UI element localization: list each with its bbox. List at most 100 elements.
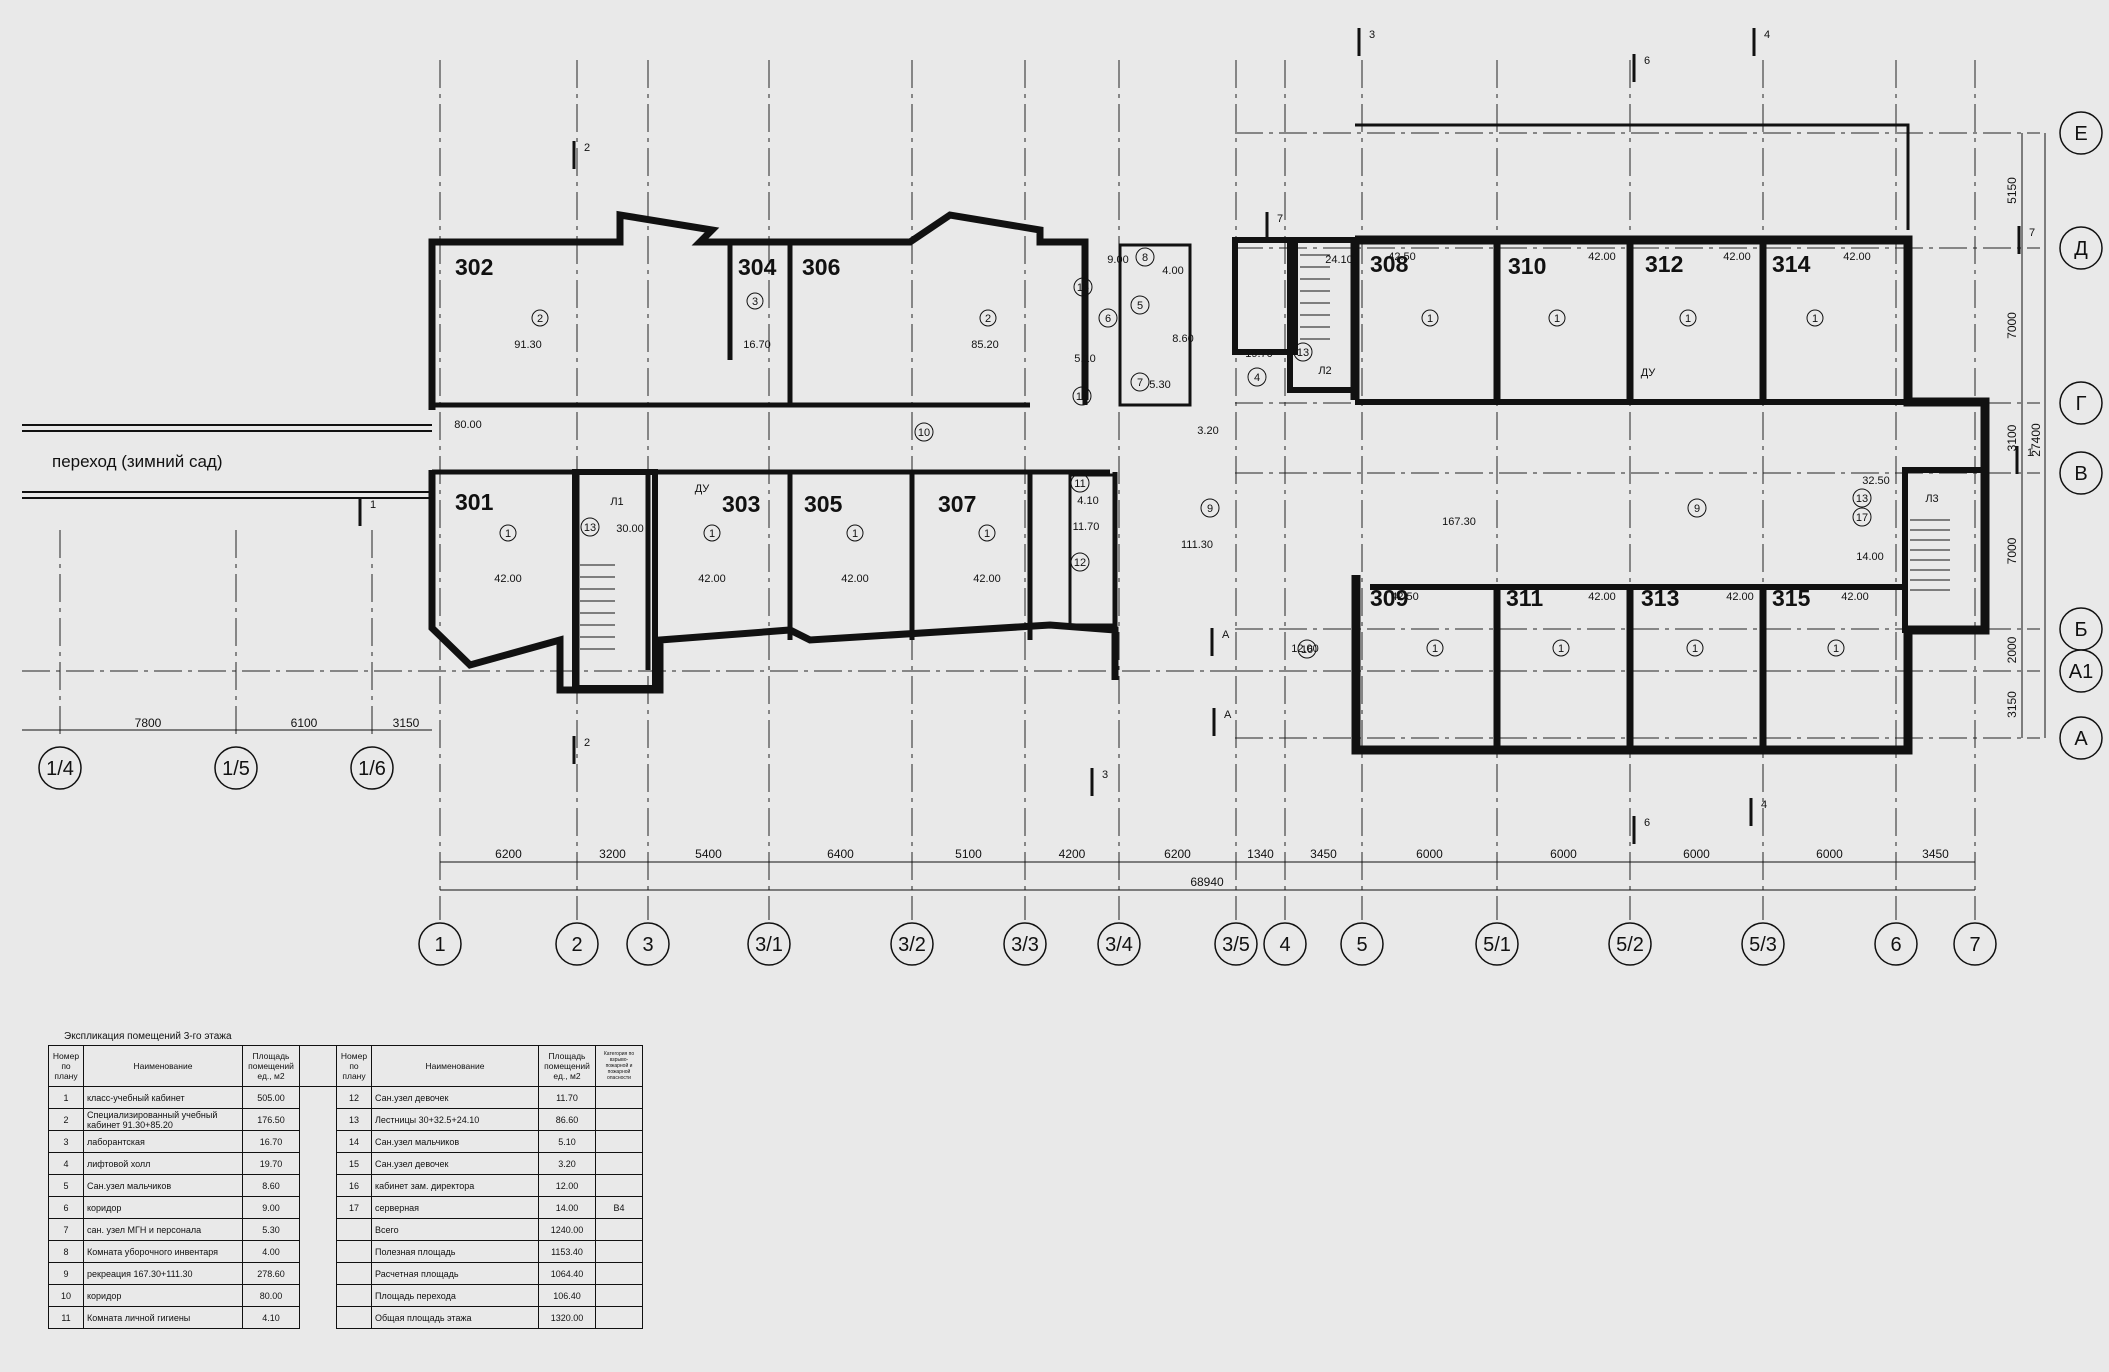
category-number: 1 xyxy=(1692,643,1698,655)
area-label: 111.30 xyxy=(1181,539,1213,551)
section-label: 7 xyxy=(1277,213,1283,225)
room-tag-number: 9 xyxy=(1694,503,1700,515)
row-area-2: 14.00 xyxy=(538,1196,596,1219)
wall xyxy=(1355,123,1910,230)
row-category xyxy=(595,1152,643,1175)
stair-tag: Л2 xyxy=(1318,365,1331,377)
row-name: лифтовой холл xyxy=(83,1152,243,1175)
category-circle xyxy=(1421,309,1439,327)
row-category xyxy=(595,1306,643,1329)
dim-value: 6000 xyxy=(1816,847,1843,861)
dim-value: 6100 xyxy=(291,716,318,730)
stair-tag: Л3 xyxy=(1925,493,1938,505)
section-label: 6 xyxy=(1644,817,1650,829)
axis-bubble xyxy=(2059,649,2103,693)
room-number: 309 xyxy=(1370,585,1408,611)
section-label: 2 xyxy=(584,737,590,749)
area-label: 4.10 xyxy=(1077,495,1098,507)
row-name: класс-учебный кабинет xyxy=(83,1086,243,1109)
stair-tag: ДУ xyxy=(695,483,711,495)
room-tag-number: 13 xyxy=(1297,347,1309,359)
category-number: 2 xyxy=(537,313,543,325)
axis-label: А xyxy=(2074,728,2088,750)
row-area: 19.70 xyxy=(242,1152,300,1175)
row-num: 5 xyxy=(48,1174,84,1197)
axis-bubble xyxy=(1953,922,1997,966)
area-label: 24.10 xyxy=(1325,254,1353,266)
category-number: 1 xyxy=(1833,643,1839,655)
room-tag-circle xyxy=(1200,498,1220,518)
section-label: А xyxy=(1222,629,1230,641)
dim-value: 5150 xyxy=(2005,177,2019,204)
axis-label: 5 xyxy=(1356,934,1367,956)
stair-core xyxy=(1287,237,1359,393)
axis-bubble xyxy=(555,922,599,966)
stair-core xyxy=(1902,467,1988,633)
category-circle xyxy=(1679,309,1697,327)
row-category xyxy=(595,1218,643,1241)
axis-label: 1/4 xyxy=(46,758,74,780)
dim-value: 5100 xyxy=(955,847,982,861)
row-num-2 xyxy=(336,1240,372,1263)
room-tag-circle xyxy=(1070,473,1090,493)
row-gap xyxy=(299,1306,337,1329)
category-number: 1 xyxy=(1812,313,1818,325)
dim-value: 6400 xyxy=(827,847,854,861)
room-tag-circle xyxy=(1070,552,1090,572)
row-name-2: Сан.узел мальчиков xyxy=(371,1130,539,1153)
section-label: А xyxy=(1224,709,1232,721)
row-name-2: Общая площадь этажа xyxy=(371,1306,539,1329)
room-area: 91.30 xyxy=(514,339,542,351)
axis-label: 2 xyxy=(571,934,582,956)
axis-bubble xyxy=(747,922,791,966)
stair-tag: ДУ xyxy=(1641,367,1657,379)
section-label: 6 xyxy=(1644,55,1650,67)
row-name: рекреация 167.30+111.30 xyxy=(83,1262,243,1285)
wc-block xyxy=(1068,473,1117,627)
room-tag-circle xyxy=(1247,367,1267,387)
stair-core xyxy=(572,469,658,691)
row-num-2: 16 xyxy=(336,1174,372,1197)
axis-label: 3/3 xyxy=(1011,934,1039,956)
category-circle xyxy=(1426,639,1444,657)
row-category xyxy=(595,1262,643,1285)
axis-label: В xyxy=(2074,463,2087,485)
row-num-2 xyxy=(336,1306,372,1329)
row-area: 4.00 xyxy=(242,1240,300,1263)
row-area-2: 3.20 xyxy=(538,1152,596,1175)
dim-value: 3150 xyxy=(393,716,420,730)
room-tag-number: 7 xyxy=(1137,377,1143,389)
row-area-2: 1153.40 xyxy=(538,1240,596,1263)
row-name-2: Всего xyxy=(371,1218,539,1241)
row-category xyxy=(595,1108,643,1131)
wall xyxy=(428,210,1089,410)
dim-value: 3150 xyxy=(2005,691,2019,718)
row-category: В4 xyxy=(595,1196,643,1219)
category-circle xyxy=(531,309,549,327)
row-num-2: 12 xyxy=(336,1086,372,1109)
room-area: 42.00 xyxy=(698,573,726,585)
area-label: 32.50 xyxy=(1862,475,1890,487)
axis-bubble xyxy=(890,922,934,966)
category-number: 1 xyxy=(709,528,715,540)
room-number: 304 xyxy=(738,254,777,280)
walls xyxy=(22,123,1990,755)
row-area: 278.60 xyxy=(242,1262,300,1285)
room-area: 42.00 xyxy=(1841,591,1869,603)
row-area-2: 1320.00 xyxy=(538,1306,596,1329)
row-num: 6 xyxy=(48,1196,84,1219)
category-circle xyxy=(978,524,996,542)
axis-bubble xyxy=(1003,922,1047,966)
category-circle xyxy=(1548,309,1566,327)
area-label: 9.00 xyxy=(1107,254,1128,266)
row-name: коридор xyxy=(83,1196,243,1219)
row-area: 9.00 xyxy=(242,1196,300,1219)
category-circle xyxy=(499,524,517,542)
room-tag-number: 5 xyxy=(1137,300,1143,312)
row-gap xyxy=(299,1130,337,1153)
room-area: 42.50 xyxy=(1388,251,1416,263)
dim-value: 6200 xyxy=(495,847,522,861)
area-label: 4.00 xyxy=(1162,265,1183,277)
